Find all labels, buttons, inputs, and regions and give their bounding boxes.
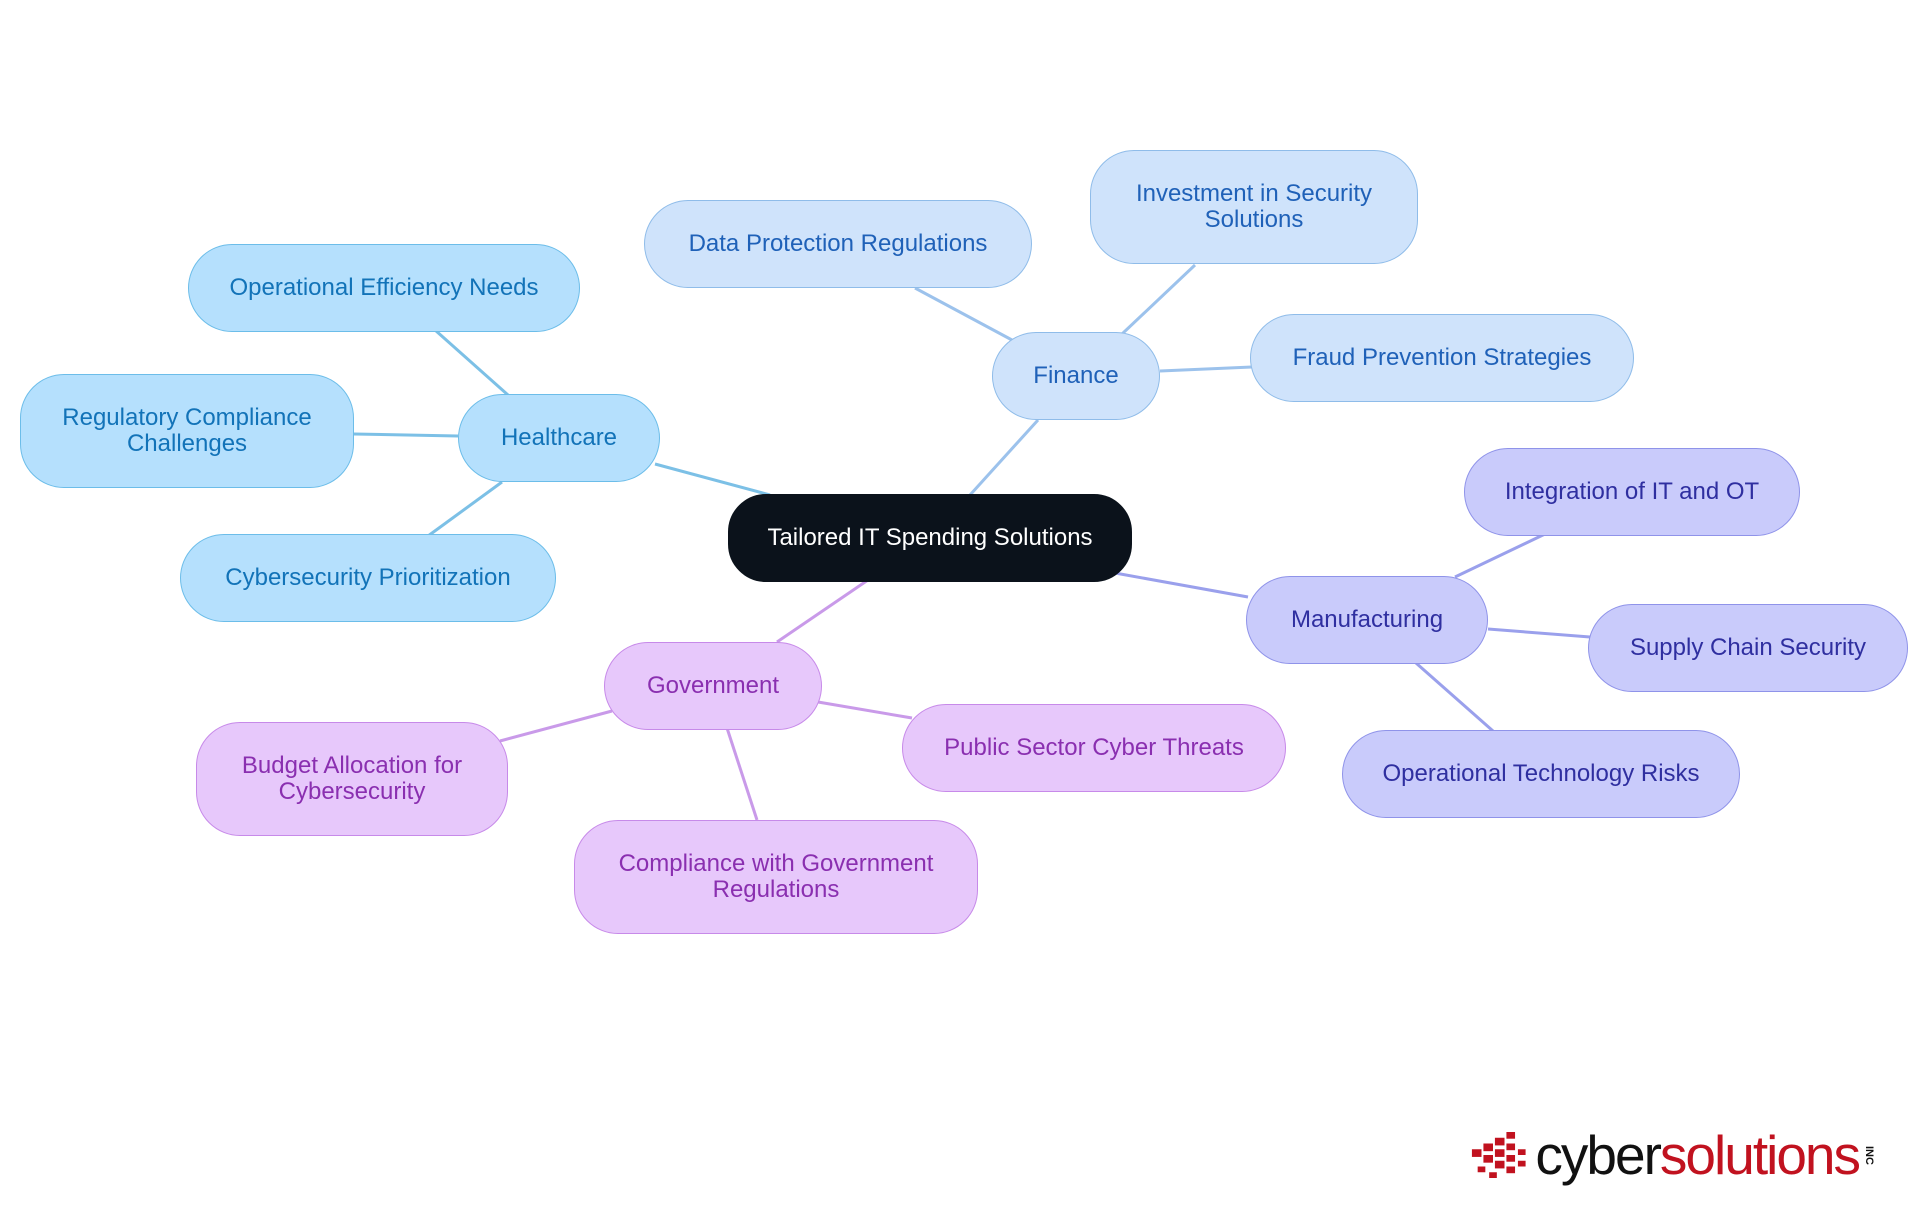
edge-center-manufacturing (1114, 571, 1249, 599)
leaf-label: Cybersecurity Prioritization (225, 564, 511, 592)
edge-healthcare-operational-efficiency (434, 328, 509, 397)
leaf-investment-security[interactable]: Investment in Security Solutions (1090, 150, 1418, 264)
edge-finance-investment (1120, 263, 1197, 336)
edge-manufacturing-ot-risks (1415, 661, 1494, 733)
edge-government-public-sector (817, 700, 913, 720)
leaf-label: Supply Chain Security (1629, 634, 1867, 662)
edge-government-compliance (725, 727, 759, 821)
leaf-label: Investment in Security Solutions (1135, 180, 1373, 233)
branch-government[interactable]: Government (604, 642, 822, 730)
logo-wordmark: cybersolutions (1535, 1127, 1861, 1183)
logo-mark-icon (1471, 1131, 1526, 1179)
leaf-label: Compliance with Government Regulations (618, 850, 934, 903)
leaf-budget-allocation[interactable]: Budget Allocation for Cybersecurity (196, 722, 508, 836)
leaf-public-sector-threats[interactable]: Public Sector Cyber Threats (902, 704, 1286, 792)
leaf-regulatory-compliance[interactable]: Regulatory Compliance Challenges (20, 374, 354, 488)
leaf-label: Integration of IT and OT (1504, 478, 1760, 506)
center-node[interactable]: Tailored IT Spending Solutions (728, 494, 1132, 582)
logo-text-cyber: cyber (1535, 1123, 1661, 1186)
leaf-label: Operational Technology Risks (1382, 760, 1700, 788)
logo-inc: INC (1863, 1145, 1875, 1165)
branch-government-label: Government (646, 672, 780, 700)
leaf-label: Regulatory Compliance Challenges (62, 404, 312, 457)
edge-healthcare-regulatory-compliance (353, 432, 459, 438)
center-node-label: Tailored IT Spending Solutions (767, 524, 1093, 552)
edge-center-government (776, 578, 869, 644)
leaf-operational-efficiency[interactable]: Operational Efficiency Needs (188, 244, 580, 332)
leaf-fraud-prevention[interactable]: Fraud Prevention Strategies (1250, 314, 1634, 402)
leaf-label: Fraud Prevention Strategies (1292, 344, 1592, 372)
leaf-data-protection[interactable]: Data Protection Regulations (644, 200, 1032, 288)
edge-finance-fraud-prevention (1159, 365, 1253, 373)
leaf-label: Public Sector Cyber Threats (944, 734, 1244, 762)
leaf-integration-it-ot[interactable]: Integration of IT and OT (1464, 448, 1800, 536)
leaf-label: Data Protection Regulations (688, 230, 988, 258)
branch-healthcare[interactable]: Healthcare (458, 394, 660, 482)
edge-manufacturing-integration (1454, 532, 1546, 579)
edge-finance-data-protection (914, 286, 1013, 342)
company-logo: cybersolutions INC (1470, 1120, 1875, 1190)
edge-government-budget (499, 709, 613, 743)
edge-healthcare-cybersecurity-prioritization (427, 480, 503, 538)
branch-manufacturing[interactable]: Manufacturing (1246, 576, 1488, 664)
leaf-supply-chain[interactable]: Supply Chain Security (1588, 604, 1908, 692)
leaf-label: Operational Efficiency Needs (229, 274, 539, 302)
leaf-compliance-government[interactable]: Compliance with Government Regulations (574, 820, 978, 934)
branch-manufacturing-label: Manufacturing (1290, 606, 1444, 634)
edge-center-finance (968, 418, 1040, 497)
edge-manufacturing-supply-chain (1487, 627, 1591, 639)
leaf-ot-risks[interactable]: Operational Technology Risks (1342, 730, 1740, 818)
logo-text-solutions: solutions (1659, 1123, 1861, 1186)
leaf-label: Budget Allocation for Cybersecurity (241, 752, 463, 805)
branch-finance-label: Finance (1033, 362, 1119, 390)
branch-healthcare-label: Healthcare (500, 424, 618, 452)
leaf-cybersecurity-prioritization[interactable]: Cybersecurity Prioritization (180, 534, 556, 622)
branch-finance[interactable]: Finance (992, 332, 1160, 420)
edge-center-healthcare (654, 462, 771, 497)
